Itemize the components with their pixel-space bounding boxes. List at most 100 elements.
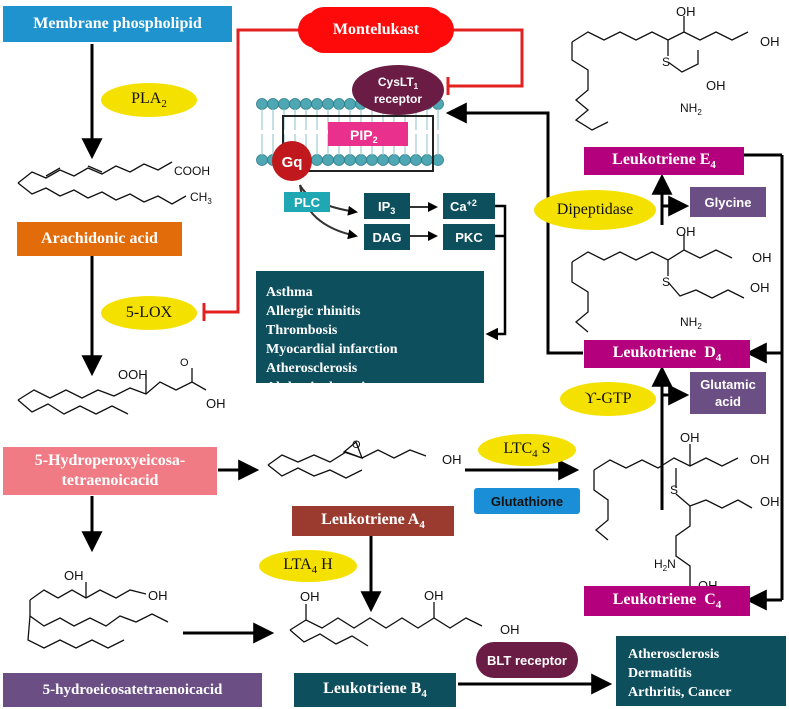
glycine-box: Glycine: [690, 187, 766, 217]
lte4-box: Leukotriene E4: [584, 147, 744, 175]
disease-dermatitis: Dermatitis: [628, 666, 692, 681]
dag-label: DAG: [373, 230, 402, 245]
nh2-label-ltd4: NH2: [680, 315, 702, 331]
cyslt1-receptor-shape: [352, 65, 444, 115]
ltd4-structure: OH S OH OH NH2: [571, 224, 772, 333]
ip3-label: IP3: [378, 199, 395, 216]
oh-label-hete: OH: [64, 568, 84, 583]
glutamic-label-line1: Glutamic: [700, 377, 756, 392]
disease-asthma: Asthma: [266, 285, 313, 300]
glycine-label: Glycine: [704, 194, 752, 210]
arachidonic-acid-structure: COOH CH3: [17, 161, 212, 206]
montelukast-label: Montelukast: [332, 21, 420, 38]
ltb4-box: Leukotriene B4: [294, 673, 456, 707]
glutathione-label: Glutathione: [490, 493, 564, 509]
plc-label: PLC: [294, 195, 321, 210]
s-label-lte4: S: [662, 55, 670, 69]
montelukast-cloud: Montelukast: [304, 10, 448, 50]
dipeptidase-oval: Dipeptidase: [534, 190, 656, 230]
blt-diseases-box: Atherosclerosis Dermatitis Arthritis, Ca…: [616, 636, 786, 706]
ltb4-structure: OH OH OH: [289, 588, 520, 647]
blt-receptor-shape: BLT receptor: [476, 642, 578, 678]
disease-arthritis-cancer: Arthritis, Cancer: [628, 685, 732, 700]
pla2-label: PLA2: [131, 89, 167, 111]
pkc-label: PKC: [455, 230, 483, 245]
calcium-label: Ca+2: [450, 198, 477, 214]
gq-protein: [272, 141, 312, 181]
ltd4-label: Leukotriene D4: [612, 343, 722, 365]
hete-structure: OH OH: [27, 568, 169, 649]
ltc4-structure: OH S OH OH H2N OH: [593, 430, 780, 593]
ggtp-label: ϒ-GTP: [584, 390, 632, 407]
ip3-box: [364, 193, 410, 219]
pkc-box: [443, 224, 495, 250]
pip2-box: [328, 122, 408, 146]
oh-label-ltd4-3: OH: [750, 280, 770, 295]
oh-label-hpete: OH: [206, 396, 226, 411]
arrow-signal-to-diseases: [485, 204, 507, 341]
nh2-label-lte4: NH2: [680, 101, 702, 117]
disease-atherosclerosis-blt: Atherosclerosis: [628, 647, 720, 662]
hpete-box: 5-Hydroperoxyeicosa- tetraenoicacid: [3, 447, 217, 495]
oh-label-ltc4: OH: [680, 430, 700, 445]
oh-label-hete-2: OH: [148, 588, 168, 603]
pla2-oval: PLA2: [101, 83, 197, 117]
hete-label: 5-hydroeicosatetraenoicacid: [42, 681, 223, 698]
ltc4s-label: LTC4 S: [503, 439, 551, 461]
oh-label-ltb4-2: OH: [500, 622, 520, 637]
h2n-label-ltc4: H2N: [654, 557, 676, 573]
o-label-hpete: O: [180, 357, 189, 369]
ltd4-box: Leukotriene D4: [584, 340, 750, 368]
montelukast-inhibits-receptor: [448, 28, 524, 88]
dag-box: [364, 224, 410, 250]
gq-label: Gq: [282, 154, 303, 171]
5lox-label: 5-LOX: [125, 304, 173, 321]
lta4h-label: LTA4 H: [283, 555, 333, 577]
ltc4-label: Leukotriene C4: [612, 590, 722, 612]
oh-label-lte4-3: OH: [706, 78, 726, 93]
lta4-structure: O OH: [267, 439, 462, 479]
receptor-label: receptor: [374, 92, 422, 106]
ltc4s-oval: LTC4 S: [478, 434, 576, 466]
s-label-ltc4: S: [670, 483, 678, 497]
hpete-label-line1: 5-Hydroperoxyeicosa-: [34, 452, 186, 469]
ho-label-ltb4: OH: [300, 589, 320, 604]
plc-box: [284, 192, 330, 212]
lta4h-oval: LTA4 H: [259, 550, 357, 582]
ltc4-box: Leukotriene C4: [584, 586, 750, 616]
hpete-structure: OOH O OH: [17, 357, 226, 415]
pip2-label: PIP2: [350, 127, 378, 145]
membrane-phospholipid-box: Membrane phospholipid: [3, 6, 232, 42]
oh-label-ltd4-2: OH: [752, 250, 772, 265]
oh-label-ltb4: OH: [424, 588, 444, 603]
membrane-phospholipid-label: Membrane phospholipid: [33, 15, 202, 32]
disease-atherosclerosis: Atherosclerosis: [266, 361, 358, 376]
lta4-box: Leukotriene A4: [292, 506, 454, 536]
calcium-box: [443, 193, 495, 219]
cyslt1-label: CysLT1: [378, 75, 419, 91]
disease-thrombosis: Thrombosis: [266, 323, 338, 338]
oh-label-ltc4-2: OH: [750, 452, 770, 467]
oh-label-lta4: OH: [442, 452, 462, 467]
oh-label-lte4-2: OH: [760, 34, 780, 49]
glutamic-acid-box: Glutamic acid: [690, 372, 766, 414]
ggtp-oval: ϒ-GTP: [560, 382, 656, 416]
disease-abdominal-aortic-aneurysm: Abdominal aortic aneurysm: [266, 380, 434, 395]
oh-label-ltd4: OH: [676, 224, 696, 239]
arachidonic-acid-box: Arachidonic acid: [17, 222, 182, 256]
s-label-ltd4: S: [662, 275, 670, 289]
ltb4-label: Leukotriene B4: [323, 679, 427, 701]
o-label-lta4: O: [352, 439, 361, 451]
dipeptidase-label: Dipeptidase: [556, 201, 634, 218]
hete-box: 5-hydroeicosatetraenoicacid: [3, 673, 262, 707]
blt-receptor-label: BLT receptor: [487, 652, 567, 668]
montelukast-inhibits-5lox: [203, 28, 307, 314]
5lox-oval: 5-LOX: [101, 296, 197, 330]
ch3-label: CH3: [190, 190, 212, 206]
arachidonic-acid-label: Arachidonic acid: [41, 230, 158, 247]
lte4-structure: OH S OH OH NH2: [571, 4, 780, 131]
